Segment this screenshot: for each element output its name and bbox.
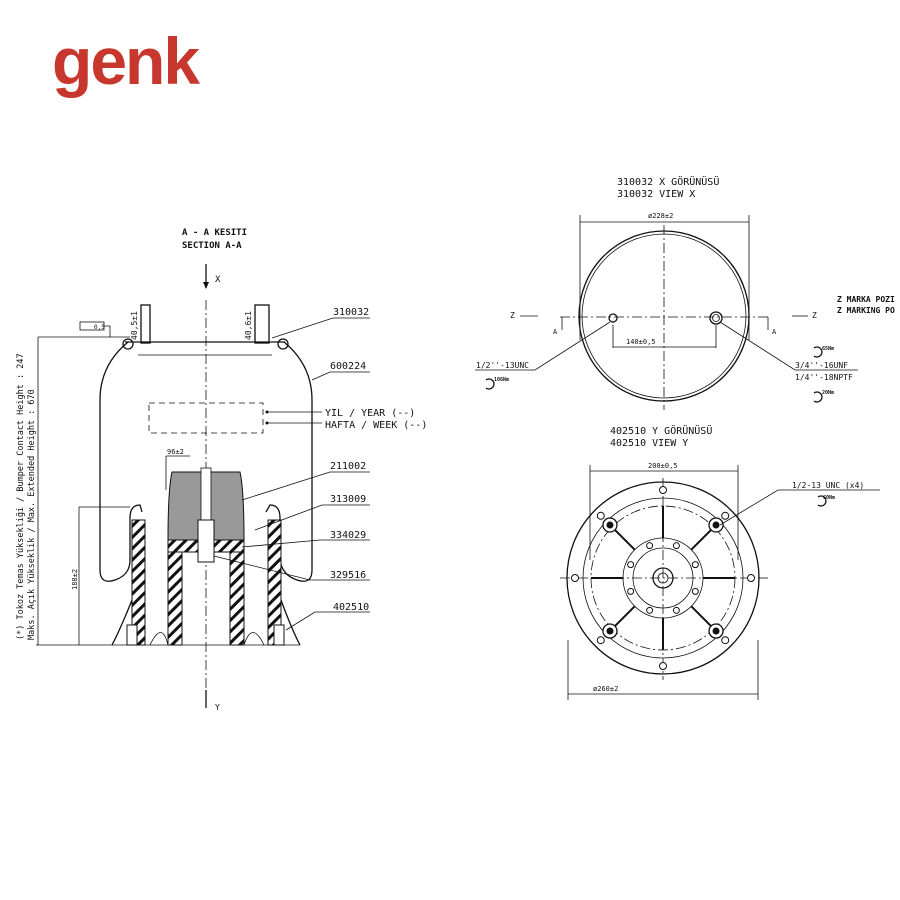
wrench-icon <box>813 391 823 403</box>
hole <box>627 587 635 595</box>
bolt <box>712 521 720 529</box>
year-label: YIL / YEAR (--) <box>325 408 415 419</box>
max-extended-height-note: Maks. Açık Yükseklik / Max. Extended Hei… <box>27 389 37 640</box>
z-left-label: Z <box>510 311 515 320</box>
section-title-en: SECTION A-A <box>182 241 242 251</box>
view-y-title-tr: 402510 Y GÖRÜNÜSÜ <box>610 424 712 437</box>
bumper-contact-height-note: (*) Tokoz Temas Yüksekliği / Bumper Cont… <box>16 353 26 640</box>
rib <box>611 605 636 630</box>
dim-stud-right: 40,6±1 <box>244 311 253 340</box>
week-label: HAFTA / WEEK (--) <box>325 420 427 431</box>
rib <box>690 526 715 551</box>
section-a-a: A - A KESITI SECTION A-A X 40,5±1 40,6±1… <box>16 228 427 712</box>
dim-bumper-width: 96±2 <box>167 448 184 456</box>
view-y-title-en: 402510 VIEW Y <box>610 438 688 449</box>
hole <box>571 574 579 582</box>
section-title-tr: A - A KESITI <box>182 228 247 238</box>
part-310032: 310032 <box>333 307 369 318</box>
rib <box>690 605 715 630</box>
dim-stud-left: 40,5±1 <box>130 311 139 340</box>
z-right-label: Z <box>812 311 817 320</box>
hole <box>596 636 605 645</box>
bolt <box>606 627 614 635</box>
view-x-title-en: 310032 VIEW X <box>617 189 695 200</box>
flatness-value: 0,5 <box>94 324 105 331</box>
torque-right-2: 20Nm <box>822 390 834 396</box>
part-313009: 313009 <box>330 494 366 505</box>
wrench-icon <box>813 346 823 358</box>
a-right-label: A <box>772 328 777 336</box>
view-y-arrow-label: Y <box>215 703 220 712</box>
bolt <box>712 627 720 635</box>
dim-piston-height: 188±2 <box>71 569 79 590</box>
rib <box>611 526 636 551</box>
view-y-torque: 60Nm <box>823 495 835 501</box>
view-x-title-tr: 310032 X GÖRÜNÜSÜ <box>617 175 719 188</box>
hole <box>747 574 755 582</box>
hole <box>659 486 667 494</box>
view-x-arrow-label: X <box>215 275 221 285</box>
hole <box>659 662 667 670</box>
marking-tr: Z MARKA POZI <box>837 295 895 304</box>
part-600224: 600224 <box>330 361 366 372</box>
genk-logo: genk <box>52 24 200 98</box>
wrench-icon <box>817 495 827 507</box>
thread-right-1: 3/4''-16UNF <box>795 361 848 370</box>
hole <box>721 636 730 645</box>
bolt <box>606 521 614 529</box>
hole <box>596 511 605 520</box>
view-y: 402510 Y GÖRÜNÜSÜ 402510 VIEW Y 200±0,5 … <box>560 424 880 700</box>
hole-spacing: 140±0,5 <box>626 338 656 346</box>
thread-left: 1/2''-13UNC <box>476 361 529 370</box>
torque-left: 106Nm <box>494 377 509 383</box>
view-y-diameter: ø260±2 <box>593 685 618 693</box>
a-left-label: A <box>553 328 558 336</box>
torque-right-1: 65Nm <box>822 346 834 352</box>
hole <box>627 561 635 569</box>
hole <box>672 606 680 614</box>
hole <box>672 542 680 550</box>
view-x: 310032 X GÖRÜNÜSÜ 310032 VIEW X ø228±2 Z… <box>475 175 895 410</box>
part-334029: 334029 <box>330 530 366 541</box>
view-y-thread: 1/2-13 UNC (x4) <box>792 481 864 490</box>
thread-right-2: 1/4''-18NPTF <box>795 373 853 382</box>
view-x-diameter: ø228±2 <box>648 212 673 220</box>
hole <box>646 542 654 550</box>
hole <box>646 606 654 614</box>
bolt-spacing: 200±0,5 <box>648 462 678 470</box>
part-329516: 329516 <box>330 570 366 581</box>
part-211002: 211002 <box>330 461 366 472</box>
part-callouts: 310032 600224 211002 313009 334029 32951… <box>213 307 370 631</box>
marking-en: Z MARKING PO <box>837 306 895 315</box>
hole <box>721 511 730 520</box>
hole <box>691 561 699 569</box>
hole <box>691 587 699 595</box>
wrench-icon <box>485 378 495 390</box>
part-402510: 402510 <box>333 602 369 613</box>
